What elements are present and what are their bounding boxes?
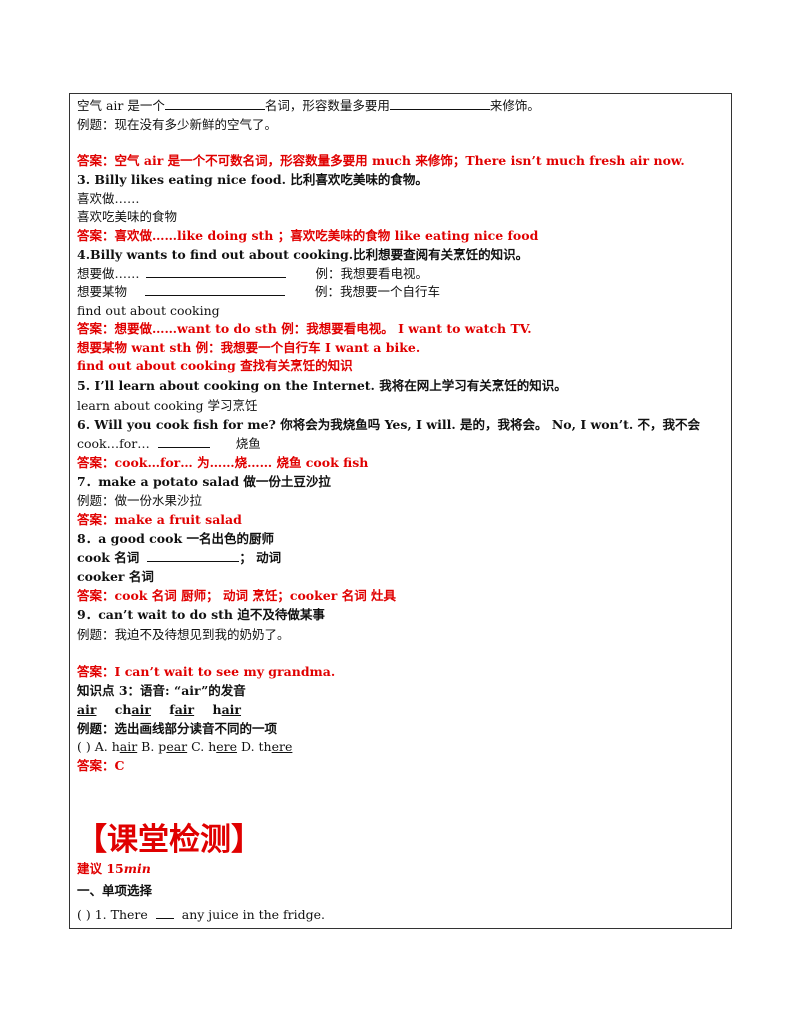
air-word-list: air chair fair hair: [77, 701, 241, 719]
answer-line: 答案：想要做……want to do sth 例：我想要看电视。 I want …: [77, 321, 532, 336]
item-7-title: 7．make a potato salad 做一份土豆沙拉: [77, 474, 331, 489]
item-6-title: 6. Will you cook fish for me? 你将会为我烧鱼吗 Y…: [77, 417, 701, 432]
item-3-title: 3. Billy likes eating nice food. 比利喜欢吃美味…: [77, 172, 428, 187]
item-3-line-a: 喜欢做……: [77, 191, 140, 206]
answer-line: 答案：C: [77, 758, 125, 773]
option-line: ( ) A. hair B. pear C. here D. there: [77, 739, 293, 754]
item-7-example: 例题：做一份水果沙拉: [77, 493, 203, 508]
answer-line: 答案：I can’t wait to see my grandma.: [77, 664, 336, 679]
blank: [155, 906, 174, 919]
item-8-line-b: cooker 名词: [77, 569, 154, 584]
item-4-line-c: find out about cooking: [77, 303, 220, 318]
option-c: C. here: [191, 739, 238, 754]
blank: [145, 283, 286, 296]
blank: [164, 97, 265, 110]
item-3-line-b: 喜欢吃美味的食物: [77, 209, 178, 224]
air-word: fair: [169, 702, 195, 717]
question-1: ( ) 1. There any juice in the fridge.: [77, 906, 326, 922]
option-b: B. pear: [141, 739, 188, 754]
air-word: hair: [212, 702, 242, 717]
item-9-example: 例题：我迫不及待想见到我的奶奶了。: [77, 627, 290, 642]
item-6-line-a: cook…for…烧鱼: [77, 435, 261, 451]
air-word: chair: [114, 702, 151, 717]
answer-line: 答案：make a fruit salad: [77, 512, 242, 527]
option-d: D. there: [241, 739, 293, 754]
blank: [147, 549, 240, 562]
blank: [157, 435, 210, 448]
item-4-line-b: 想要某物例：我想要一个自行车: [77, 283, 441, 299]
item-4-line-a: 想要做……例：我想要看电视。: [77, 265, 429, 281]
item-8-line-a: cook 名词； 动词: [77, 549, 282, 565]
item-9-title: 9．can’t wait to do sth 迫不及待做某事: [77, 607, 325, 622]
blank: [145, 265, 286, 278]
answer-line: 答案：cook…for… 为……烧…… 烧鱼 cook fish: [77, 455, 369, 470]
item-4-title: 4.Billy wants to find out about cooking.…: [77, 247, 529, 262]
example-line: 例题：现在没有多少新鲜的空气了。: [77, 117, 278, 132]
answer-line: find out about cooking 查找有关烹饪的知识: [77, 358, 353, 373]
answer-line: 想要某物 want sth 例：我想要一个自行车 I want a bike.: [77, 340, 421, 355]
blank: [389, 97, 490, 110]
section-title: 【课堂检测】: [76, 822, 262, 858]
suggested-time: 建议 15min: [77, 861, 151, 876]
option-a: A. hair: [94, 739, 138, 754]
item-5-line-a: learn about cooking 学习烹饪: [77, 398, 258, 413]
air-word: air: [77, 702, 97, 717]
knowledge-point-3: 知识点 3：语音: “air”的发音: [77, 683, 246, 698]
answer-line: 答案：cook 名词 厨师； 动词 烹饪；cooker 名词 灶具: [77, 588, 397, 603]
example-title: 例题：选出画线部分读音不同的一项: [77, 721, 278, 736]
item-5-title: 5. I’ll learn about cooking on the Inter…: [77, 378, 567, 393]
part-1-title: 一、单项选择: [77, 883, 153, 898]
item-8-title: 8．a good cook 一名出色的厨师: [77, 531, 274, 546]
content-frame: [69, 93, 732, 929]
answer-line: 答案：喜欢做……like doing sth ；喜欢吃美味的食物 like ea…: [77, 228, 539, 243]
answer-line: 答案：空气 air 是一个不可数名词，形容数量多要用 much 来修饰；Ther…: [77, 153, 685, 168]
line-air-noun: 空气 air 是一个名词，形容数量多要用来修饰。: [77, 97, 540, 113]
